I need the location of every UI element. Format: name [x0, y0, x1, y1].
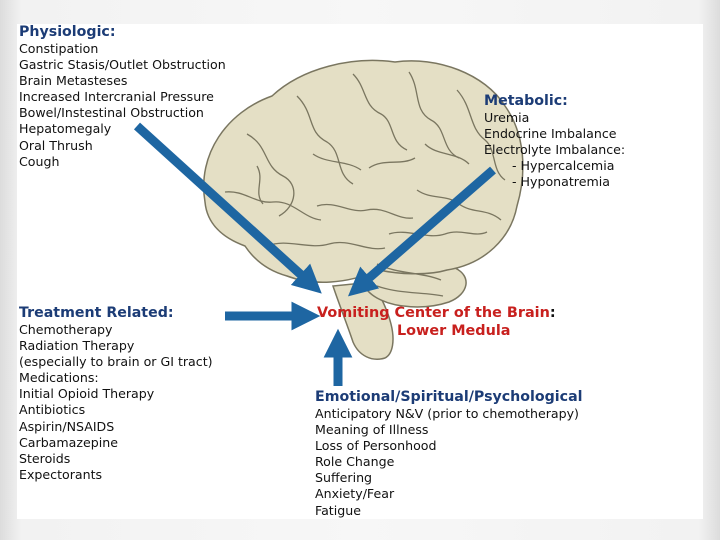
metabolic-section: Metabolic: Uremia Endocrine Imbalance El… — [484, 93, 625, 190]
emotional-section: Emotional/Spiritual/Psychological Antici… — [315, 389, 583, 519]
metabolic-heading: Metabolic: — [484, 93, 568, 109]
treatment-item: Initial Opioid Therapy — [19, 386, 155, 402]
physiologic-item: Oral Thrush — [19, 137, 93, 153]
physiologic-item: Increased Intercranial Pressure — [19, 89, 214, 105]
arrow-metabolic — [347, 166, 496, 297]
emotional-item: Loss of Personhood — [315, 438, 437, 454]
metabolic-subitem: - Hyponatremia — [512, 174, 610, 190]
emotional-item: Fatigue — [315, 502, 361, 518]
brainstem-shape — [331, 281, 394, 360]
treatment-item: Steroids — [19, 450, 71, 466]
physiologic-item: Constipation — [19, 41, 99, 56]
physiologic-item: Gastric Stasis/Outlet Obstruction — [19, 57, 226, 73]
physiologic-section: Physiologic: Constipation Gastric Stasis… — [19, 24, 226, 170]
physiologic-item: Bowel/Instestinal Obstruction — [19, 105, 204, 121]
treatment-item: Carbamazepine — [19, 434, 118, 450]
metabolic-item: Uremia — [484, 110, 530, 125]
treatment-item: Medications: — [19, 370, 99, 386]
emotional-item: Role Change — [315, 454, 395, 470]
physiologic-item: Cough — [19, 153, 60, 169]
physiologic-item: Hepatomegaly — [19, 121, 112, 137]
treatment-section: Treatment Related: Chemotherapy Radiatio… — [19, 305, 213, 483]
treatment-heading: Treatment Related: — [19, 305, 174, 321]
cerebrum-shape — [203, 59, 524, 283]
treatment-item: Antibiotics — [19, 402, 86, 418]
treatment-item: Expectorants — [19, 466, 103, 482]
metabolic-item: Electrolyte Imbalance: — [484, 142, 626, 158]
treatment-item: Aspirin/NSAIDS — [19, 418, 115, 434]
treatment-item: (especially to brain or GI tract) — [19, 354, 213, 370]
treatment-item: Radiation Therapy — [19, 338, 135, 354]
emotional-item: Anxiety/Fear — [315, 486, 395, 502]
emotional-item: Suffering — [315, 470, 373, 486]
arrow-physiologic — [133, 122, 322, 294]
vomiting-center-title-text: Vomiting Center of the Brain — [317, 305, 550, 321]
metabolic-subitem: - Hypercalcemia — [512, 158, 615, 174]
vomiting-center-title: Vomiting Center of the Brain: — [317, 305, 556, 321]
brain-illustration — [133, 59, 524, 386]
emotional-item: Anticipatory N&V (prior to chemotherapy) — [315, 406, 579, 421]
physiologic-item: Brain Metasteses — [19, 73, 128, 89]
vomiting-center-colon: : — [549, 305, 556, 321]
treatment-item: Chemotherapy — [19, 322, 113, 337]
slide-canvas: Physiologic: Constipation Gastric Stasis… — [17, 24, 703, 519]
physiologic-heading: Physiologic: — [19, 24, 116, 40]
metabolic-item: Endocrine Imbalance — [484, 126, 617, 142]
emotional-heading: Emotional/Spiritual/Psychological — [315, 389, 583, 405]
vomiting-center-subtitle: Lower Medula — [397, 323, 511, 339]
emotional-item: Meaning of Illness — [315, 422, 429, 438]
